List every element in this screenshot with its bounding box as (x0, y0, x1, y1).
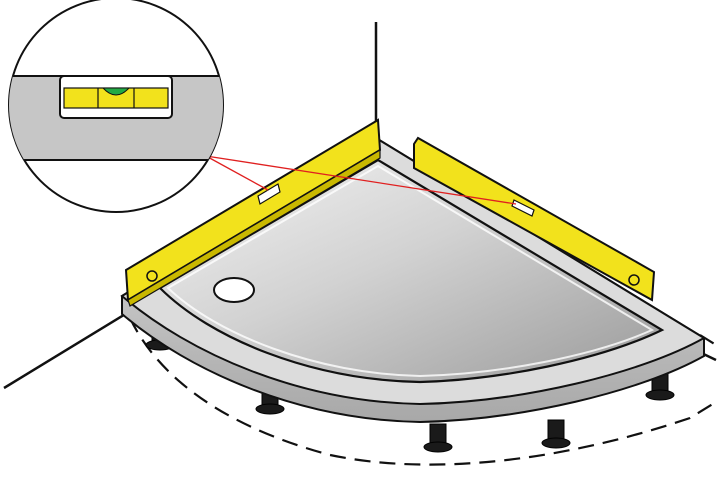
waste-hole-icon (213, 277, 255, 303)
magnifier-callout-icon (8, 0, 224, 213)
tray-basin-lip (166, 164, 655, 378)
adjustable-leg-icon (423, 423, 453, 453)
callout-lines (205, 155, 517, 205)
adjustable-leg-icon (541, 419, 571, 449)
floor-outline-dashed (129, 317, 717, 466)
level-bubble-icon (257, 183, 281, 205)
level-bubble-icon (101, 87, 131, 96)
spirit-level-icon (413, 136, 656, 302)
spirit-level-icon (124, 118, 382, 307)
tray-basin (158, 158, 665, 384)
